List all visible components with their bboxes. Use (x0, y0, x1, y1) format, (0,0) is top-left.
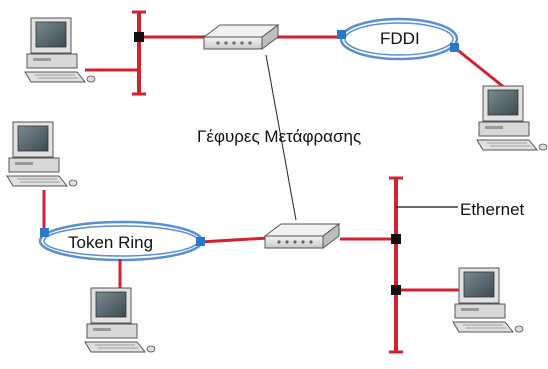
bridge-device-icon (264, 223, 340, 249)
computer-icon (452, 267, 524, 333)
bridge-link-lines (265, 54, 297, 221)
fddi-label: FDDI (380, 29, 420, 48)
connectors (40, 30, 459, 295)
bridges-label: Γέφυρες Μετάφρασης (197, 127, 362, 146)
computer-icon (84, 287, 156, 353)
fddi-ring (339, 17, 506, 90)
computer-icon (476, 85, 548, 151)
top-ethernet-segment (85, 10, 340, 96)
ethernet-label: Ethernet (460, 200, 525, 219)
bottom-ethernet-segment (199, 176, 470, 354)
token-ring-label: Token Ring (68, 233, 154, 252)
computer-icon (24, 17, 96, 83)
bridge-device-icon (203, 24, 279, 50)
computer-icon (6, 121, 78, 187)
